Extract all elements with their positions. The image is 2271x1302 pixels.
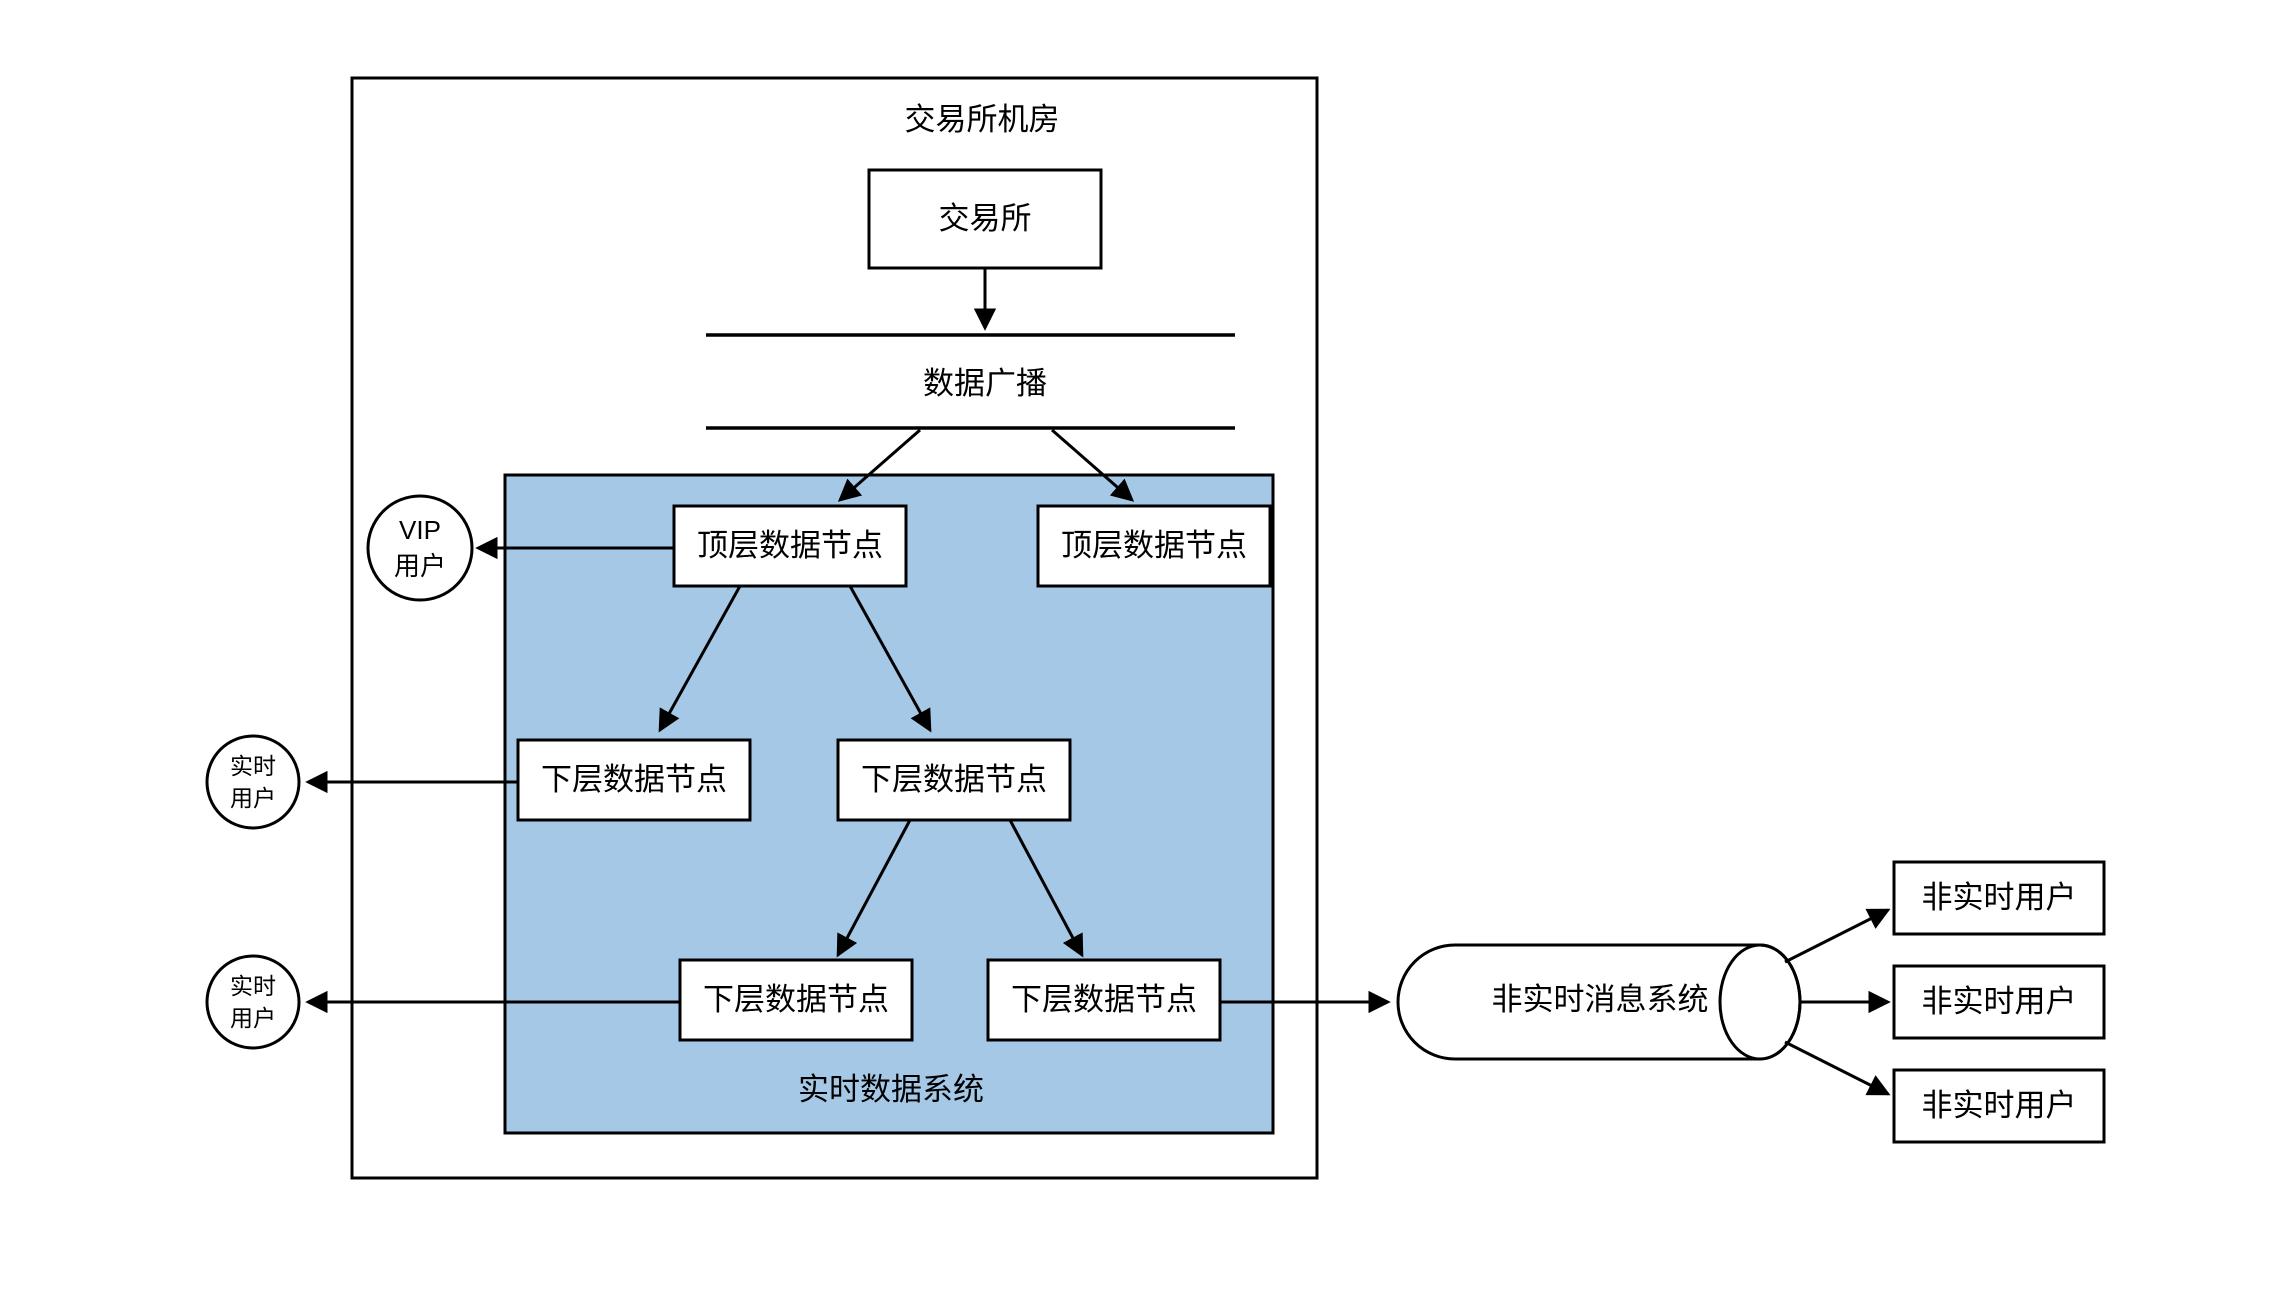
top-data-node-right[interactable]	[1036, 504, 1272, 588]
offline-user-node-1[interactable]	[1892, 860, 2106, 936]
vip-user-label-line1: VIP	[399, 515, 441, 545]
mid-data-node-right-label: 下层数据节点	[861, 762, 1047, 797]
realtime-user-actor-1[interactable]	[205, 734, 301, 830]
top-data-node-left[interactable]	[672, 504, 908, 588]
realtime-user-actor-2[interactable]	[205, 954, 301, 1050]
realtime-user-2-label-line1: 实时	[230, 973, 276, 999]
exchange-room-title: 交易所机房	[905, 102, 1060, 137]
bottom-data-node-left-label: 下层数据节点	[703, 982, 889, 1017]
edge-top-to-mid-left	[658, 585, 742, 733]
mid-data-node-right[interactable]	[836, 738, 1072, 822]
realtime-user-2-label-line2: 用户	[230, 1005, 276, 1031]
bottom-data-node-right-label: 下层数据节点	[1011, 982, 1197, 1017]
data-broadcast-label: 数据广播	[923, 366, 1047, 401]
offline-user-node-3[interactable]	[1892, 1068, 2106, 1144]
edge-mid-to-bottom-left	[836, 819, 912, 958]
top-data-node-right-label: 顶层数据节点	[1061, 528, 1247, 563]
offline-user-label-2: 非实时用户	[1922, 984, 2077, 1019]
realtime-user-1-label-line2: 用户	[230, 785, 276, 811]
message-system-label: 非实时消息系统	[1492, 982, 1709, 1017]
vip-user-actor[interactable]	[366, 494, 474, 602]
bottom-data-node-left[interactable]	[678, 958, 914, 1042]
offline-user-node-2[interactable]	[1892, 964, 2106, 1040]
mid-data-node-left-label: 下层数据节点	[541, 762, 727, 797]
edge-broadcast-to-top-right	[1051, 428, 1135, 502]
edge-top-to-mid-right	[848, 585, 932, 733]
top-data-node-left-label: 顶层数据节点	[697, 528, 883, 563]
vip-user-label-line2: 用户	[394, 551, 446, 581]
mid-data-node-left[interactable]	[516, 738, 752, 822]
exchange-node-label: 交易所	[939, 201, 1032, 236]
offline-user-label-1: 非实时用户	[1922, 880, 2077, 915]
realtime-user-1-label-line1: 实时	[230, 753, 276, 779]
bottom-data-node-right[interactable]	[986, 958, 1222, 1042]
offline-user-label-3: 非实时用户	[1922, 1088, 2077, 1123]
edge-broadcast-to-top-left	[837, 428, 921, 502]
edge-mid-to-bottom-right	[1008, 819, 1084, 958]
edge-queue-to-offline-user-1	[1784, 908, 1891, 964]
exchange-node[interactable]	[867, 168, 1103, 270]
realtime-data-system-label: 实时数据系统	[798, 1072, 984, 1107]
edge-queue-to-offline-user-3	[1784, 1040, 1891, 1096]
